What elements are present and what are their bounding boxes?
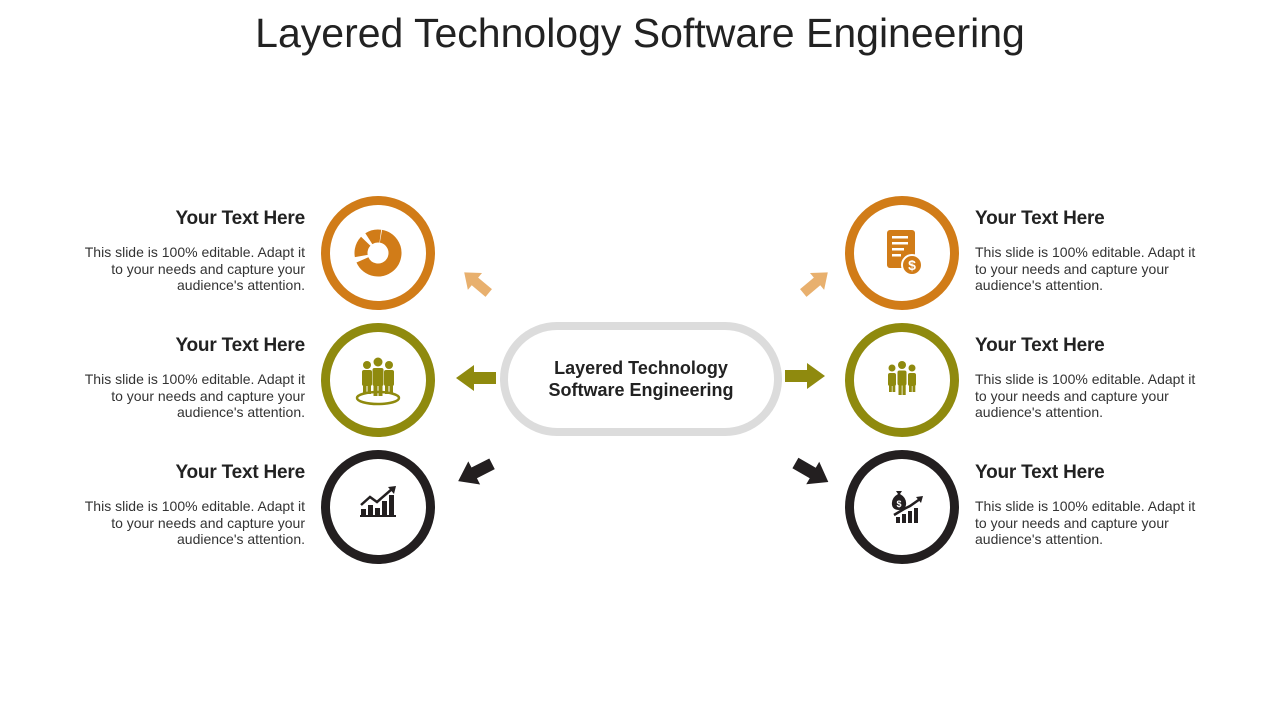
item-description: This slide is 100% editable. Adapt it to… (84, 371, 305, 420)
svg-text:$: $ (908, 257, 916, 273)
text-block-6: Your Text Here This slide is 100% editab… (975, 462, 1205, 548)
arrow-down-left (458, 458, 495, 485)
ring-orange-left (321, 196, 435, 310)
center-pill: Layered Technology Software Engineering (500, 322, 782, 436)
arrow-up-left (464, 272, 492, 297)
ring-olive-left (321, 323, 435, 437)
item-description: This slide is 100% editable. Adapt it to… (84, 244, 305, 293)
slide-title: Layered Technology Software Engineering (255, 10, 1025, 56)
item-description: This slide is 100% editable. Adapt it to… (975, 244, 1196, 293)
text-block-4: Your Text Here This slide is 100% editab… (975, 208, 1205, 294)
center-label-line1: Layered Technology (554, 358, 728, 378)
ring-orange-right: $ (845, 196, 959, 310)
people-icon (888, 361, 916, 395)
item-heading: Your Text Here (975, 335, 1105, 356)
ring-dark-left (321, 450, 435, 564)
svg-text:$: $ (896, 499, 901, 509)
item-heading: Your Text Here (175, 335, 305, 356)
item-heading: Your Text Here (975, 462, 1105, 483)
center-label-line2: Software Engineering (548, 380, 734, 400)
ring-dark-right: $ (845, 450, 959, 564)
item-heading: Your Text Here (175, 208, 305, 229)
center-label: Layered Technology Software Engineering (531, 357, 751, 401)
item-heading: Your Text Here (975, 208, 1105, 229)
arrow-down-right (792, 457, 829, 485)
text-block-5: Your Text Here This slide is 100% editab… (975, 335, 1205, 421)
arrow-up-right (800, 272, 828, 297)
arrow-right (785, 363, 825, 389)
item-description: This slide is 100% editable. Adapt it to… (975, 498, 1196, 547)
item-description: This slide is 100% editable. Adapt it to… (84, 498, 305, 547)
invoice-dollar-icon: $ (887, 230, 923, 276)
team-group-icon (355, 357, 401, 406)
growth-chart-icon (360, 486, 396, 517)
text-block-1: Your Text Here This slide is 100% editab… (75, 208, 305, 294)
donut-chart-icon (354, 229, 402, 277)
money-bag-growth-icon: $ (891, 491, 923, 523)
text-block-3: Your Text Here This slide is 100% editab… (75, 462, 305, 548)
ring-olive-right (845, 323, 959, 437)
text-block-2: Your Text Here This slide is 100% editab… (75, 335, 305, 421)
item-heading: Your Text Here (175, 462, 305, 483)
arrow-left (456, 365, 496, 391)
item-description: This slide is 100% editable. Adapt it to… (975, 371, 1196, 420)
